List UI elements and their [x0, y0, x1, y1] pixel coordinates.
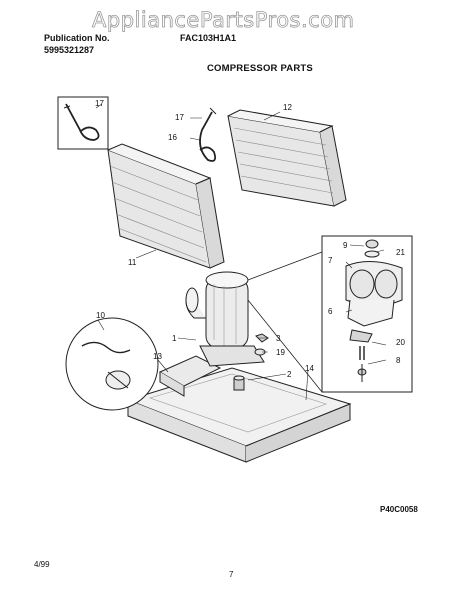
callout-10: 10 — [96, 311, 105, 320]
tubing-16 — [199, 107, 217, 162]
section-title: COMPRESSOR PARTS — [207, 63, 313, 74]
callout-14: 14 — [305, 364, 314, 373]
callout-7: 7 — [328, 256, 333, 265]
callout-12: 12 — [283, 103, 292, 112]
callout-20: 20 — [396, 338, 405, 347]
callout-21: 21 — [396, 248, 405, 257]
callout-11: 11 — [128, 258, 137, 267]
callout-9: 9 — [343, 241, 348, 250]
callout-2: 2 — [287, 370, 292, 379]
callout-6: 6 — [328, 307, 333, 316]
callout-17a: 17 — [95, 99, 104, 108]
callout-labels: 17 17 16 12 11 9 21 7 6 20 8 3 19 1 2 14… — [95, 99, 405, 379]
callout-8: 8 — [396, 356, 401, 365]
callout-3: 3 — [276, 334, 281, 343]
model-number: FAC103H1A1 — [180, 33, 237, 43]
drain-13 — [158, 355, 222, 397]
callout-13: 13 — [153, 352, 162, 361]
publication-number: 5995321287 — [44, 45, 95, 55]
evaporator-coil-11 — [107, 143, 225, 269]
publication-label: Publication No. — [44, 33, 110, 43]
callout-19: 19 — [276, 348, 285, 357]
condenser-coil-12 — [227, 109, 347, 207]
page-number: 7 — [229, 570, 234, 579]
detail-box-terminal-parts — [247, 235, 413, 393]
watermark: AppliancePartsPros.com — [92, 8, 355, 33]
grommet-2 — [233, 375, 245, 391]
callout-16: 16 — [168, 133, 177, 142]
callout-17b: 17 — [175, 113, 184, 122]
inset-circle-10 — [65, 317, 159, 411]
callout-1: 1 — [172, 334, 177, 343]
compressor-1 — [185, 271, 265, 367]
diagram-code: P40C0058 — [380, 505, 418, 514]
footer-date: 4/99 — [34, 560, 50, 569]
